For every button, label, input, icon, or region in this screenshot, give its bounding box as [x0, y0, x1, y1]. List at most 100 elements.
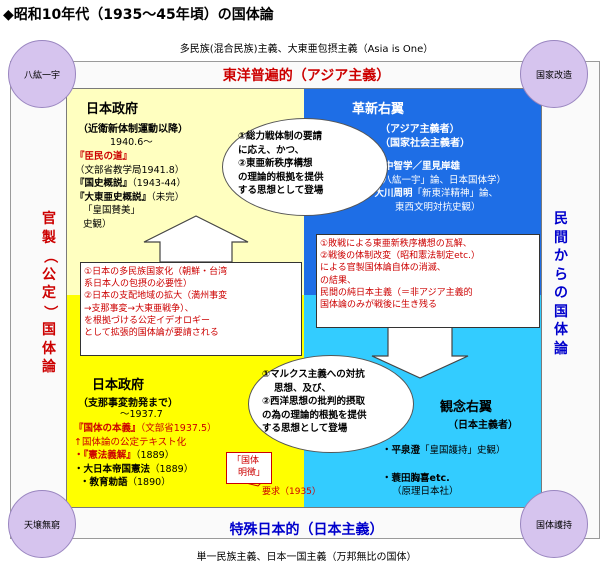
- axis-label-right: 民 間 か ら の 国 体 論: [550, 210, 572, 358]
- tr-item: 「新東洋精神」論、: [412, 188, 499, 199]
- tl-item: （未完）: [151, 191, 185, 203]
- ellipse-top: [222, 118, 388, 216]
- axis-label-bottom: 特殊日本的（日本主義）: [229, 522, 384, 538]
- tr-item: ・田中智学／里見岸雄: [365, 161, 461, 172]
- br-heading: 観念右翼: [440, 400, 493, 415]
- right-reason-line: ②戦後の体制改変（昭和憲法制定etc.）: [320, 251, 480, 262]
- axis-left-char: 論: [42, 359, 56, 375]
- callout-line: 明徴」: [238, 468, 266, 479]
- left-reason-line: ①日本の多民族国家化（朝鮮・台湾: [84, 267, 228, 277]
- left-reason-line: として拡張的国体論が要請される: [84, 328, 219, 339]
- left-reason-line: ②日本の支配地域の拡大（満州事変: [84, 291, 228, 302]
- axis-right-char: 論: [554, 340, 568, 357]
- left-reason-text: ①日本の多民族国家化（朝鮮・台湾 系日本人の包摂の必要性） ②日本の支配地域の拡…: [84, 266, 227, 339]
- bl-subheading: （支那事変勃発まで）: [78, 398, 178, 409]
- ellipse-bottom-line: の為の理論的根拠を提供: [262, 409, 367, 421]
- axis-left-char: 公: [42, 266, 56, 283]
- bl-item: ・教育勅語: [80, 477, 128, 488]
- ellipse-top-line: に応え、かつ、: [238, 144, 305, 156]
- bl-item-list: 『国体の本義』（文部省1937.5） ↑国体論の公定テキスト化 ・『憲法義解』（…: [74, 422, 217, 490]
- corner-circle-bottom-left: 天壌無窮: [8, 490, 76, 558]
- left-reason-line: →支那事変→大東亜戦争）、: [84, 303, 194, 314]
- axis-right-char: 民: [554, 211, 568, 227]
- callout-text: 「国体 明徴」: [232, 455, 265, 479]
- tl-date: 1940.6～: [110, 137, 153, 148]
- ellipse-bottom: [248, 355, 414, 453]
- bl-item: 『国体の本義』: [74, 423, 141, 434]
- right-reason-line: 国体論のみが戦後に生き残る: [320, 300, 438, 311]
- callout-box: [226, 452, 272, 484]
- br-item: ・平泉澄: [382, 445, 421, 456]
- right-reason-box: [316, 234, 540, 328]
- right-reason-line: 民間の純日本主義（＝非アジア主義的: [320, 287, 473, 298]
- axis-right-char: 間: [554, 229, 568, 246]
- tl-item: 『国史概説』: [75, 178, 133, 189]
- bl-item: （文部省1937.5）: [140, 423, 217, 434]
- corner-circle-top-left: 八紘一宇: [8, 40, 76, 108]
- axis-right-char: ら: [554, 266, 568, 283]
- up-arrow: [143, 215, 249, 263]
- tl-item-list: 『臣民の道』 （文部省教学局1941.8） 『国史概説』（1943-44） 『大…: [75, 150, 186, 231]
- tl-heading: 日本政府: [86, 102, 139, 117]
- bl-item: ・『憲法義解』: [74, 450, 136, 461]
- br-item: ・蓑田胸喜etc.: [382, 472, 450, 484]
- bl-item: （1890）: [127, 477, 171, 488]
- tr-subheading-2: （国家社会主義者）: [380, 138, 470, 149]
- axis-left-char: 体: [42, 340, 56, 357]
- ellipse-top-line: ①総力戦体制の要請: [238, 131, 323, 142]
- axis-left-char: 国: [42, 322, 56, 338]
- tl-item: 『大東亜史概説』: [75, 191, 152, 203]
- tl-item: （1943-44）: [132, 178, 186, 189]
- br-item: （原理日本社）: [392, 486, 459, 497]
- br-subheading: （日本主義者）: [448, 420, 518, 431]
- tr-heading: 革新右翼: [352, 102, 405, 117]
- tl-item: 「皇国賛美」: [83, 205, 141, 216]
- right-reason-line: の結果、: [320, 275, 357, 286]
- axis-label-left: 官 製 （ 公 定 ） 国 体 論: [38, 210, 60, 377]
- axis-left-char: 製: [42, 229, 56, 246]
- left-reason-line: を根拠づける公定イデオロギー: [84, 315, 211, 326]
- corner-circle-top-right: 国家改造: [520, 40, 588, 108]
- right-reason-line: による官製国体論自体の消滅、: [320, 263, 446, 274]
- bl-date: ～1937.7: [120, 409, 163, 420]
- axis-left-char: 官: [42, 211, 56, 227]
- axis-right-char: の: [554, 285, 568, 301]
- tr-subheading-1: （アジア主義者）: [380, 124, 460, 135]
- ellipse-bottom-line: する思想として登場: [262, 423, 348, 434]
- tl-item: 『臣民の道』: [75, 151, 133, 162]
- tr-item-list: ・田中智学／里見岸雄 「八紘一宇」論、日本国体学） ・大川周明「新東洋精神」論、…: [365, 160, 506, 214]
- tr-item: ・大川周明: [365, 188, 413, 199]
- axis-left-char: 定: [42, 285, 56, 301]
- left-reason-box: [80, 262, 302, 356]
- top-caption: 多民族(混合民族)主義、大東亜包摂主義（Asia is One）: [179, 44, 434, 55]
- page-title: ◆昭和10年代（1935～45年頃）の国体論: [3, 7, 274, 23]
- ellipse-top-line: する思想として登場: [238, 185, 324, 196]
- br-item: 「皇国護持」史観）: [420, 445, 506, 456]
- left-reason-line: 系日本人の包摂の必要性）: [84, 279, 193, 290]
- right-reason-line: ①敗戦による東亜新秩序構想の瓦解、: [320, 239, 472, 249]
- bl-item: （1889）: [135, 450, 175, 461]
- axis-right-char: 体: [554, 322, 568, 338]
- axis-right-char: 国: [554, 303, 568, 320]
- right-reason-text: ①敗戦による東亜新秩序構想の瓦解、 ②戦後の体制改変（昭和憲法制定etc.） に…: [320, 238, 480, 311]
- br-item-list: ・平泉澄「皇国護持」史観） ・蓑田胸喜etc. （原理日本社）: [382, 444, 506, 499]
- bl-heading: 日本政府: [92, 378, 145, 393]
- tl-subheading: （近衛新体制運動以降）: [78, 124, 188, 135]
- bl-item: ・大日本帝国憲法: [74, 463, 151, 475]
- ellipse-top-text: ①総力戦体制の要請 に応え、かつ、 ②東亜新秩序構想 の理論的根拠を提供 する思…: [238, 130, 324, 198]
- tl-item: 史観）: [83, 218, 112, 230]
- callout-line: 「国体: [232, 456, 260, 466]
- ellipse-bottom-text: ①マルクス主義への対抗 思想、及び、 ②西洋思想の批判的摂取 の為の理論的根拠を…: [262, 368, 367, 436]
- bl-item: ↑国体論の公定テキスト化: [74, 436, 187, 448]
- axis-right-char: か: [554, 248, 568, 264]
- tr-item: 「八紘一宇」論、日本国体学）: [373, 174, 507, 186]
- ellipse-bottom-line: ①マルクス主義への対抗: [262, 369, 365, 380]
- ellipse-bottom-line: 思想、及び、: [274, 382, 332, 394]
- ellipse-bottom-line: ②西洋思想の批判的摂取: [262, 396, 366, 407]
- axis-label-top: 東洋普遍的（アジア主義）: [222, 68, 391, 84]
- bottom-caption: 単一民族主義、日本一国主義（万邦無比の国体）: [196, 552, 417, 563]
- corner-circle-bottom-right: 国体護持: [520, 490, 588, 558]
- ellipse-top-line: ②東亜新秩序構想: [238, 158, 313, 169]
- ellipse-top-line: の理論的根拠を提供: [238, 171, 324, 183]
